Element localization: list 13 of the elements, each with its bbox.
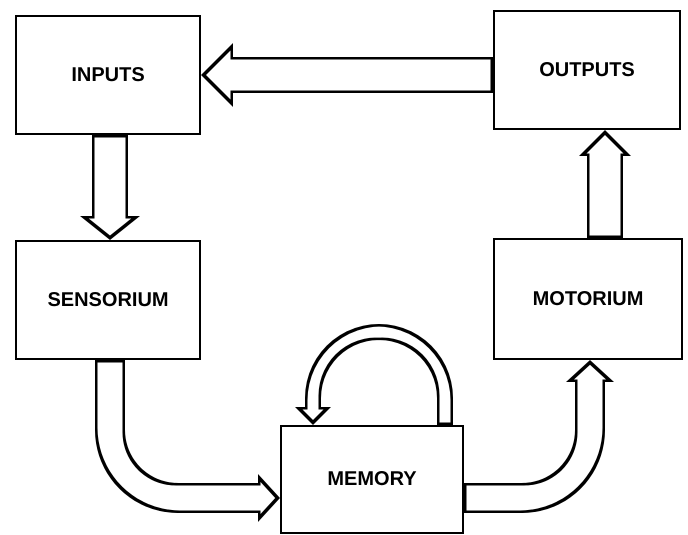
block-arrow — [80, 135, 140, 240]
box-label: MOTORIUM — [532, 288, 644, 310]
block-arrow — [201, 43, 493, 107]
box-label: INPUTS — [71, 64, 145, 86]
box-label: SENSORIUM — [47, 288, 169, 312]
process-box — [493, 10, 681, 130]
box-label: OUTPUTS — [539, 58, 635, 82]
block-arrow — [295, 324, 453, 425]
process-box — [280, 425, 464, 534]
process-box — [15, 240, 201, 360]
box-label: MEMORY — [327, 468, 417, 491]
process-box — [15, 15, 201, 135]
process-box — [493, 238, 683, 360]
